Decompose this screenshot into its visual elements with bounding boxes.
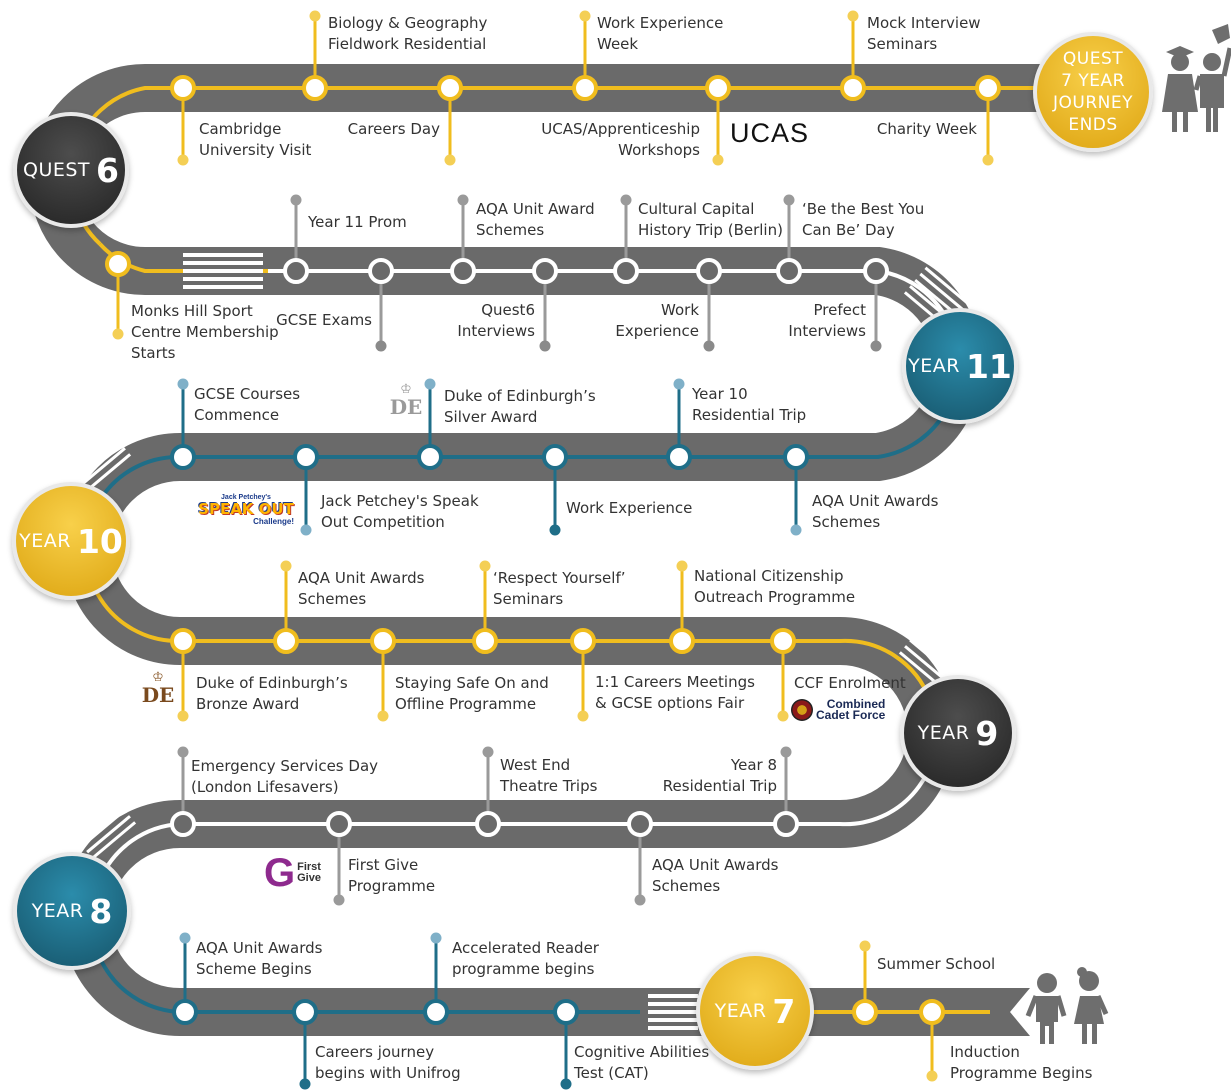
event-careers-day: Careers Day xyxy=(347,120,440,138)
event-induction: Induction Programme Begins xyxy=(950,1043,1093,1082)
speak-out-logo-sub: Challenge! xyxy=(253,517,294,526)
event-jack-petchey: Jack Petchey's Speak Out Competition xyxy=(321,492,479,531)
event-ucas-workshops: UCAS/Apprenticeship Workshops xyxy=(541,120,700,159)
event-aqa-unit-awards-y10: AQA Unit Awards Schemes xyxy=(812,492,939,531)
badge-year9-word: YEAR xyxy=(917,722,970,744)
speak-out-logo-main: SPEAK OUT xyxy=(198,500,294,518)
event-accelerated-reader: Accelerated Reader programme begins xyxy=(452,939,599,978)
event-gcse-exams: GCSE Exams xyxy=(276,311,372,329)
first-give-logo: G First Give xyxy=(264,853,334,893)
event-aqa-scheme-begins: AQA Unit Awards Scheme Begins xyxy=(196,939,323,978)
event-monks-hill: Monks Hill Sport Centre Membership Start… xyxy=(131,302,279,362)
event-mock-interview: Mock Interview Seminars xyxy=(867,14,981,53)
zebra-crossings xyxy=(65,253,970,1030)
event-first-give: First Give Programme xyxy=(348,856,436,895)
badge-year10-word: YEAR xyxy=(19,530,71,552)
event-emergency-services: Emergency Services Day (London Lifesaver… xyxy=(191,757,379,796)
event-quest6-interviews: Quest6 Interviews xyxy=(457,301,535,340)
badge-year7: YEAR 7 xyxy=(696,952,814,1070)
doe-bronze-logo-text: DE xyxy=(141,683,175,707)
event-gcse-courses: GCSE Courses Commence xyxy=(194,385,301,424)
ucas-logo: UCAS xyxy=(730,118,810,148)
badge-quest6-word: QUEST xyxy=(22,159,91,181)
event-ncs-outreach: National Citizenship Outreach Programme xyxy=(694,567,856,606)
badge-year9: YEAR 9 xyxy=(900,675,1016,791)
crown-icon: ♔ xyxy=(152,669,164,684)
event-work-experience-week: Work Experience Week xyxy=(597,14,724,53)
badge-year8-word: YEAR xyxy=(31,900,84,922)
badge-year7-word: YEAR xyxy=(714,1000,767,1022)
ccf-logo: Combined Cadet Force xyxy=(791,697,901,723)
graduates-icon xyxy=(1162,24,1231,132)
speak-out-logo: Jack Petchey's SPEAK OUT Challenge! xyxy=(198,494,294,526)
badge-year8-num: 8 xyxy=(89,891,113,931)
children-icon xyxy=(1025,967,1109,1044)
event-west-end-theatre: West End Theatre Trips xyxy=(500,756,598,795)
event-cat-test: Cognitive Abilities Test (CAT) xyxy=(574,1043,710,1082)
event-ccf-enrolment: CCF Enrolment xyxy=(794,674,906,692)
event-year10-residential: Year 10 Residential Trip xyxy=(692,385,807,424)
event-work-experience-y10: Work Experience xyxy=(566,499,693,517)
doe-silver-logo-text: DE xyxy=(389,395,423,419)
event-staying-safe: Staying Safe On and Offline Programme xyxy=(395,674,549,713)
event-charity-week: Charity Week xyxy=(876,120,977,138)
badge-year7-num: 7 xyxy=(772,991,796,1031)
badge-year11-num: 11 xyxy=(965,346,1012,386)
event-cultural-capital-berlin: Cultural Capital History Trip (Berlin) xyxy=(638,200,783,239)
badge-year10: YEAR 10 xyxy=(12,482,130,600)
event-be-the-best: ‘Be the Best You Can Be’ Day xyxy=(802,200,925,239)
event-aqa-unit-awards-y9: AQA Unit Awards Schemes xyxy=(298,569,425,608)
doe-silver-logo: ♔ DE xyxy=(388,382,424,430)
doe-bronze-logo: ♔ DE xyxy=(141,670,175,718)
event-careers-meetings: 1:1 Careers Meetings & GCSE options Fair xyxy=(595,673,755,712)
crown-icon: ♔ xyxy=(400,381,412,396)
badge-year10-num: 10 xyxy=(76,521,123,561)
first-give-logo-g: G xyxy=(264,851,296,895)
event-aqa-unit-award-y11: AQA Unit Award Schemes xyxy=(476,200,595,239)
event-year11-prom: Year 11 Prom xyxy=(308,213,407,231)
speak-out-logo-top: Jack Petchey's xyxy=(221,494,271,501)
road-end-flag xyxy=(985,988,1030,1036)
first-give-logo-text: First Give xyxy=(297,861,321,884)
badge-year11: YEAR 11 xyxy=(902,308,1018,424)
badge-year9-num: 9 xyxy=(975,713,999,753)
badge-quest6-num: 6 xyxy=(96,150,119,190)
event-doe-bronze: Duke of Edinburgh’s Bronze Award xyxy=(196,674,348,713)
event-doe-silver: Duke of Edinburgh’s Silver Award xyxy=(444,387,596,426)
event-work-experience-y11: Work Experience xyxy=(615,301,699,340)
event-year8-residential: Year 8 Residential Trip xyxy=(662,756,777,795)
event-unifrog: Careers journey begins with Unifrog xyxy=(315,1043,461,1082)
event-cambridge-visit: Cambridge University Visit xyxy=(199,120,312,159)
badge-quest-end-text: QUEST 7 YEAR JOURNEY ENDS xyxy=(1053,49,1133,135)
badge-year8: YEAR 8 xyxy=(13,852,131,970)
event-bio-geo-fieldwork: Biology & Geography Fieldwork Residentia… xyxy=(328,14,488,53)
ccf-crest-icon xyxy=(791,699,813,721)
ccf-logo-text: Combined Cadet Force xyxy=(816,697,886,722)
badge-quest-end: QUEST 7 YEAR JOURNEY ENDS xyxy=(1033,32,1153,152)
event-aqa-unit-awards-y8: AQA Unit Awards Schemes xyxy=(652,856,779,895)
event-prefect-interviews: Prefect Interviews xyxy=(788,301,866,340)
event-summer-school: Summer School xyxy=(877,955,996,973)
badge-year11-word: YEAR xyxy=(908,355,960,377)
badge-quest6: QUEST 6 xyxy=(13,112,129,228)
event-respect-yourself: ‘Respect Yourself’ Seminars xyxy=(493,569,626,608)
